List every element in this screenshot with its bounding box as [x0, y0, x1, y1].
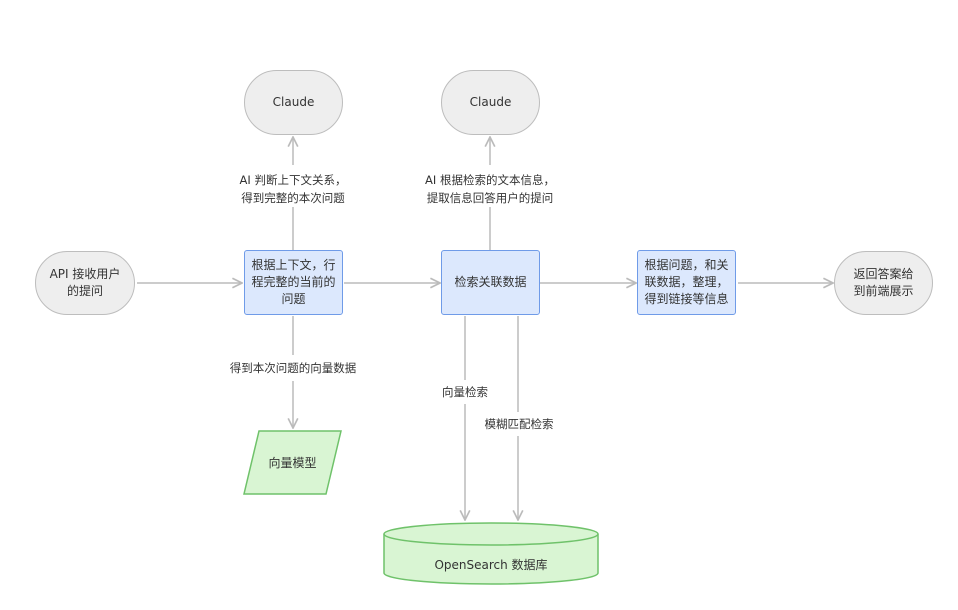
opensearch-db-label: OpenSearch 数据库	[434, 558, 548, 572]
edge-label-to-claude-left-line1: AI 判断上下文关系，	[239, 173, 347, 187]
claude-node-left-label: Claude	[272, 95, 315, 109]
vector-model-label: 向量模型	[268, 456, 317, 470]
context-complete-label: 根据上下文，行程完整的当前的问题	[251, 258, 336, 306]
edge-label-to-vector-model: 得到本次问题的向量数据	[229, 361, 357, 375]
claude-node-left: Claude	[244, 70, 343, 135]
edge-label-to-claude-left-line2: 得到完整的本次问题	[241, 191, 345, 205]
claude-node-right-label: Claude	[469, 95, 512, 109]
return-answer-label: 返回答案给到前端展示	[853, 267, 914, 298]
context-complete-node: 根据上下文，行程完整的当前的问题	[244, 250, 343, 315]
organize-links-label: 根据问题，和关联数据，整理，得到链接等信息	[644, 258, 729, 306]
edge-label-vector-search: 向量检索	[442, 385, 488, 399]
claude-node-right: Claude	[441, 70, 540, 135]
return-answer-node: 返回答案给到前端展示	[834, 251, 933, 315]
vector-model-shape	[243, 430, 342, 495]
edge-label-fuzzy-search: 模糊匹配检索	[484, 417, 554, 431]
search-related-label: 检索关联数据	[454, 275, 527, 289]
api-receive-label: API 接收用户的提问	[49, 267, 121, 298]
edge-label-to-claude-left: AI 判断上下文关系， 得到完整的本次问题	[213, 171, 373, 207]
edge-label-to-claude-right: AI 根据检索的文本信息， 提取信息回答用户的提问	[400, 171, 580, 207]
opensearch-cylinder	[383, 522, 599, 585]
search-related-node: 检索关联数据	[441, 250, 540, 315]
edge-label-to-claude-right-line1: AI 根据检索的文本信息，	[425, 173, 555, 187]
organize-links-node: 根据问题，和关联数据，整理，得到链接等信息	[637, 250, 736, 315]
edge-label-to-claude-right-line2: 提取信息回答用户的提问	[426, 191, 554, 205]
api-receive-node: API 接收用户的提问	[35, 251, 135, 315]
